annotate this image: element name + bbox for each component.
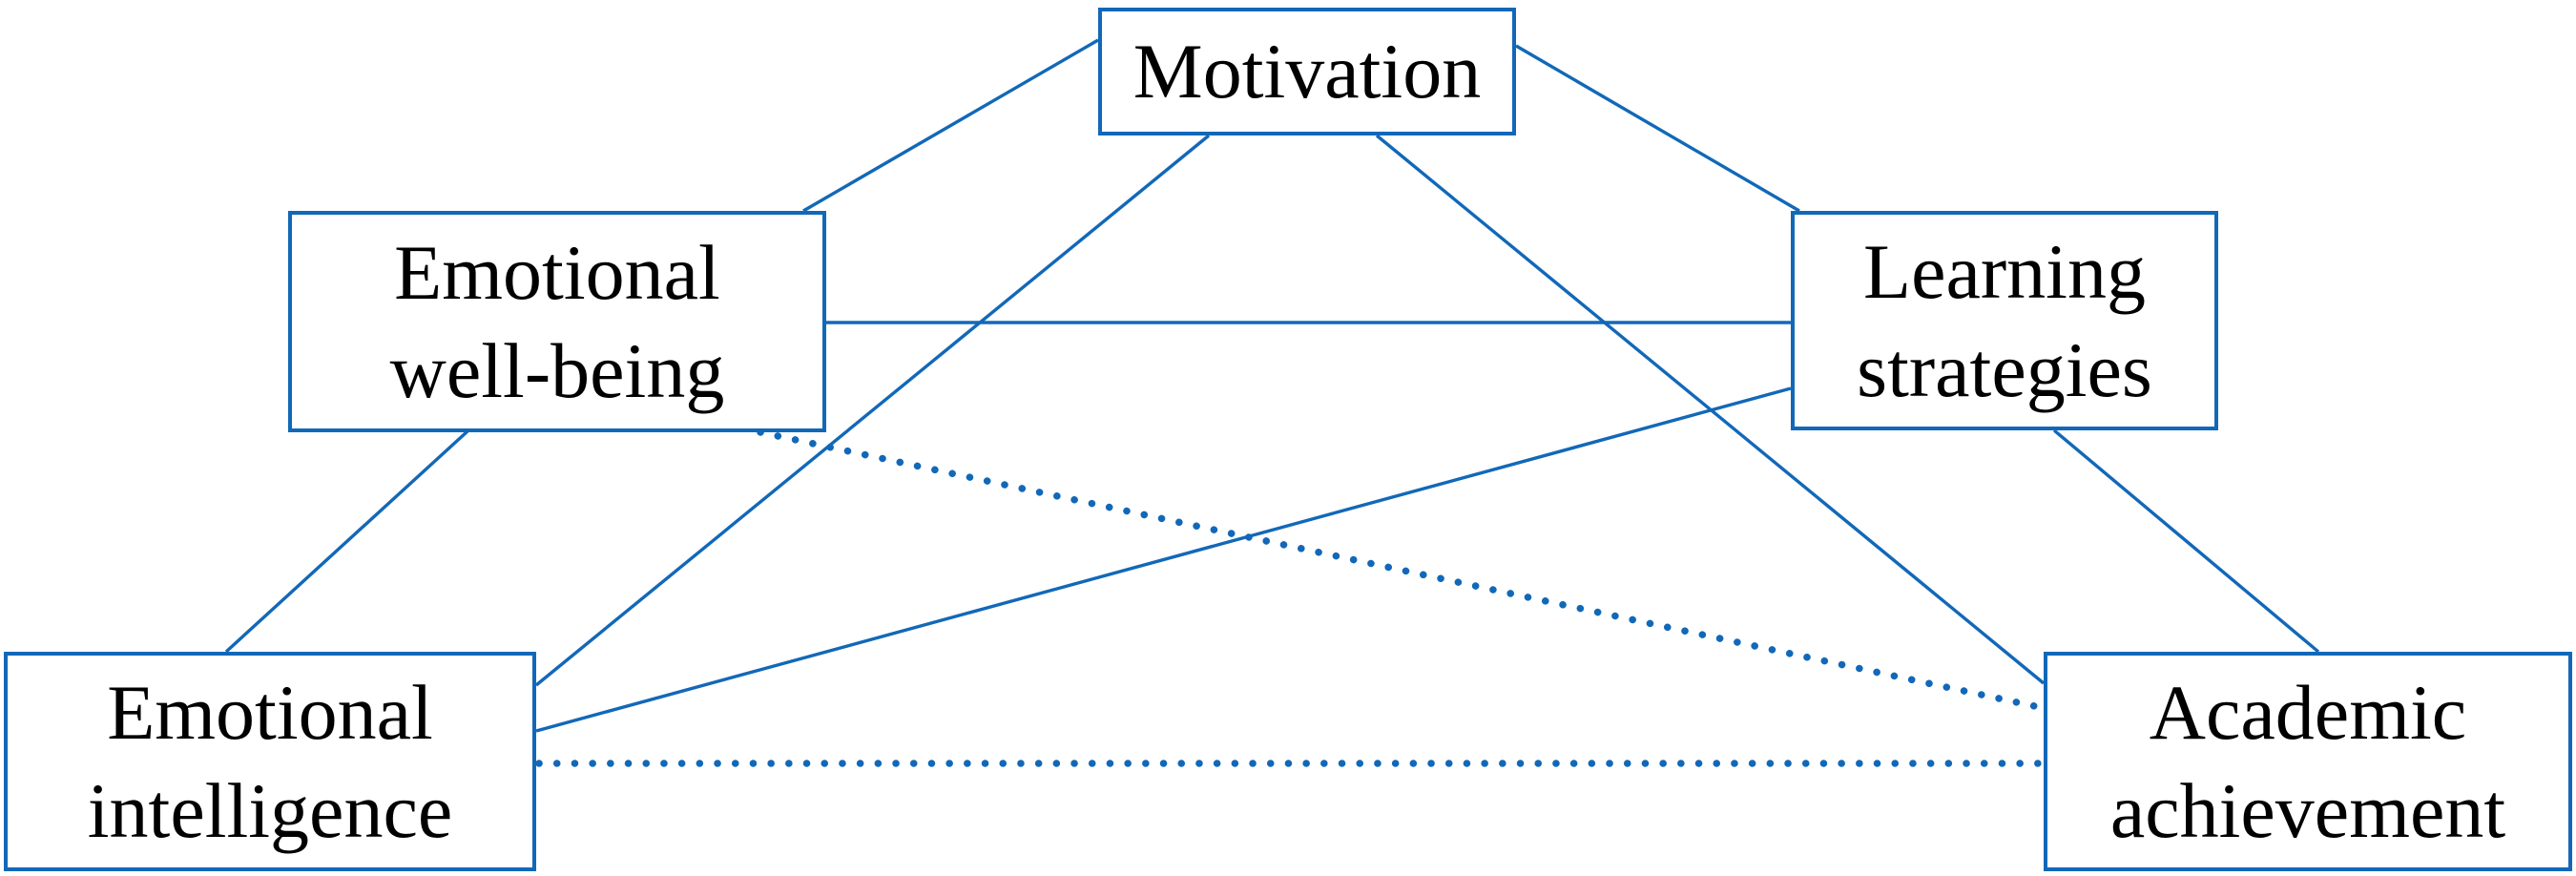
edge-motivation-emotional_intelligence-solid bbox=[534, 134, 1211, 687]
node-academic-achievement-label: Academic achievement bbox=[2109, 668, 2506, 854]
node-learning-strategies-label: Learning strategies bbox=[1857, 227, 2152, 413]
node-emotional-wellbeing: Emotional well-being bbox=[288, 211, 826, 432]
node-emotional-intelligence-label: Emotional intelligence bbox=[87, 668, 453, 854]
node-emotional-intelligence: Emotional intelligence bbox=[4, 652, 536, 871]
edge-emotional_wellbeing-motivation-solid bbox=[802, 38, 1099, 213]
node-academic-achievement: Academic achievement bbox=[2044, 652, 2572, 871]
node-motivation: Motivation bbox=[1098, 8, 1516, 136]
node-learning-strategies: Learning strategies bbox=[1791, 211, 2218, 430]
edge-emotional_wellbeing-academic_achievement-dotted bbox=[757, 428, 2047, 712]
node-motivation-label: Motivation bbox=[1132, 28, 1482, 115]
edge-motivation-learning_strategies-solid bbox=[1515, 44, 1800, 213]
node-emotional-wellbeing-label: Emotional well-being bbox=[389, 228, 725, 414]
edge-learning_strategies-academic_achievement-solid bbox=[2052, 428, 2320, 654]
edge-emotional_wellbeing-emotional_intelligence-solid bbox=[224, 429, 469, 654]
edge-emotional_intelligence-learning_strategies-solid bbox=[535, 386, 1792, 733]
